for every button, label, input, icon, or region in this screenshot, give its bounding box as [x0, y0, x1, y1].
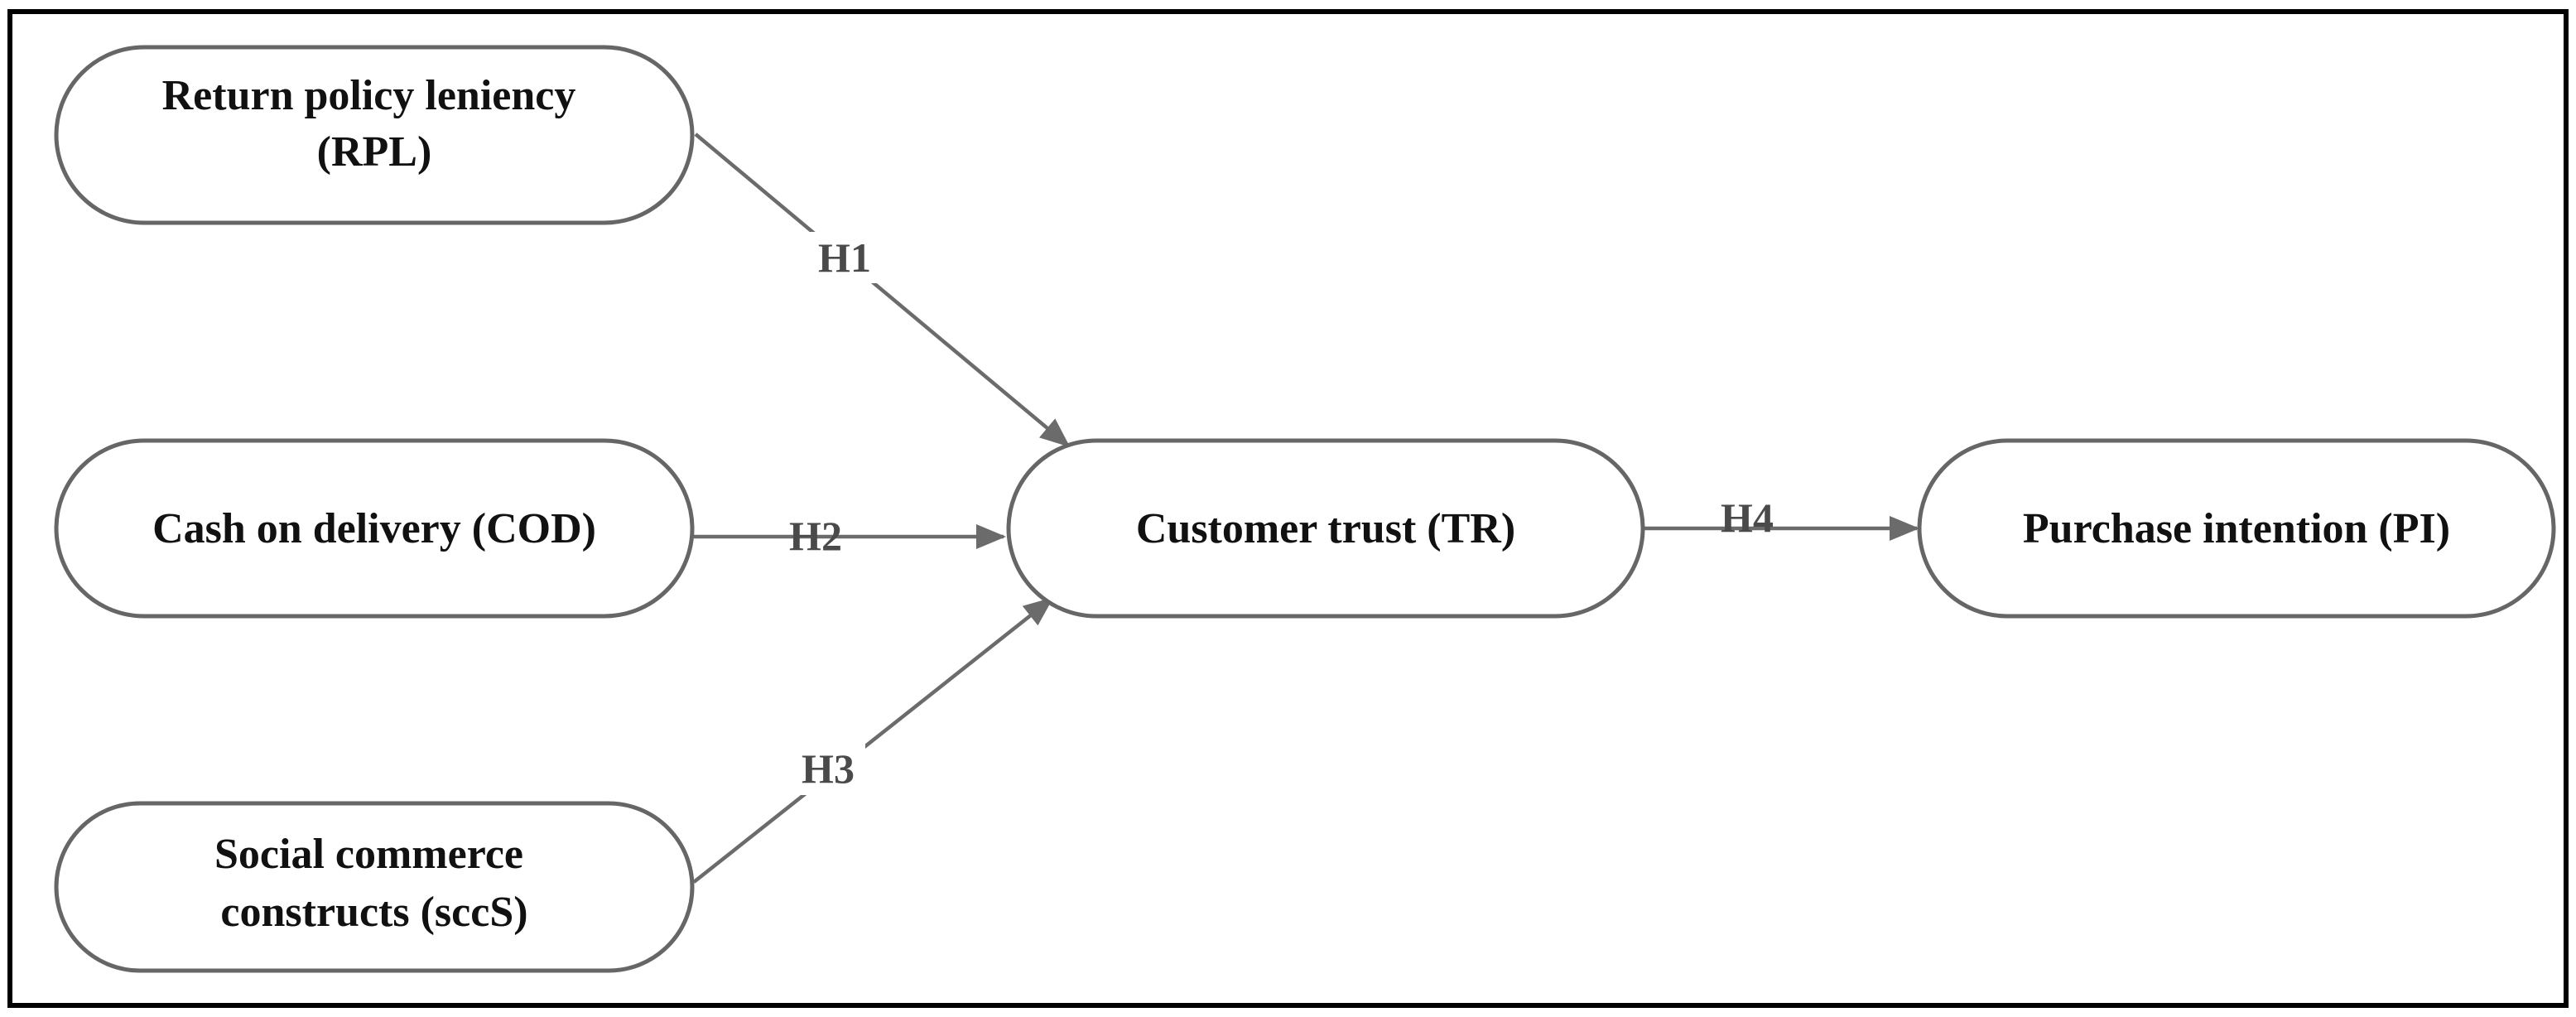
node-rpl: Return policy leniency (RPL) — [54, 45, 695, 225]
edge-h1-label-bg — [807, 232, 882, 283]
edge-h1-label: H1 — [818, 234, 871, 281]
node-sccs-label-line1: Social commerce — [214, 831, 523, 878]
node-tr-label: Customer trust (TR) — [1136, 505, 1515, 552]
svg-text:Return policy leniency (: Return policy leniency (RPL) — [162, 72, 587, 176]
svg-text:Cash on delivery (COD): Cash on delivery (COD) — [152, 505, 596, 552]
svg-text:Social commerce construc: Social commerce constructs (sccS) — [214, 831, 534, 936]
edge-h3-label-bg — [791, 744, 865, 795]
node-pi-label: Purchase intention (PI) — [2023, 505, 2450, 552]
edges — [692, 133, 1919, 884]
node-sccs-label-line2: constructs (sccS) — [220, 889, 527, 936]
node-tr: Customer trust (TR) — [1006, 438, 1645, 619]
node-tr-shape — [1006, 438, 1645, 619]
node-rpl-label-line1: Return policy leniency — [162, 72, 576, 119]
edge-h3-label: H3 — [802, 745, 855, 792]
node-cod-shape — [54, 438, 695, 619]
edge-h3-line — [692, 597, 1054, 884]
edge-h4-label: H4 — [1721, 494, 1774, 541]
node-rpl-shape — [54, 45, 695, 225]
svg-text:Customer trust (TR): Customer trust (TR) — [1136, 505, 1515, 552]
node-sccs-shape — [54, 801, 695, 973]
edge-h2-label: H2 — [789, 513, 842, 559]
node-pi: Purchase intention (PI) — [1917, 438, 2556, 619]
node-cod: Cash on delivery (COD) — [54, 438, 695, 619]
svg-text:Purchase intention (PI): Purchase intention (PI) — [2023, 505, 2450, 552]
node-rpl-label-line2: (RPL) — [317, 128, 432, 176]
node-pi-shape — [1917, 438, 2556, 619]
node-cod-label: Cash on delivery (COD) — [152, 505, 596, 552]
edge-h1-line — [694, 133, 1071, 447]
node-sccs: Social commerce constructs (sccS) — [54, 801, 695, 973]
outer-frame — [7, 9, 2569, 1008]
